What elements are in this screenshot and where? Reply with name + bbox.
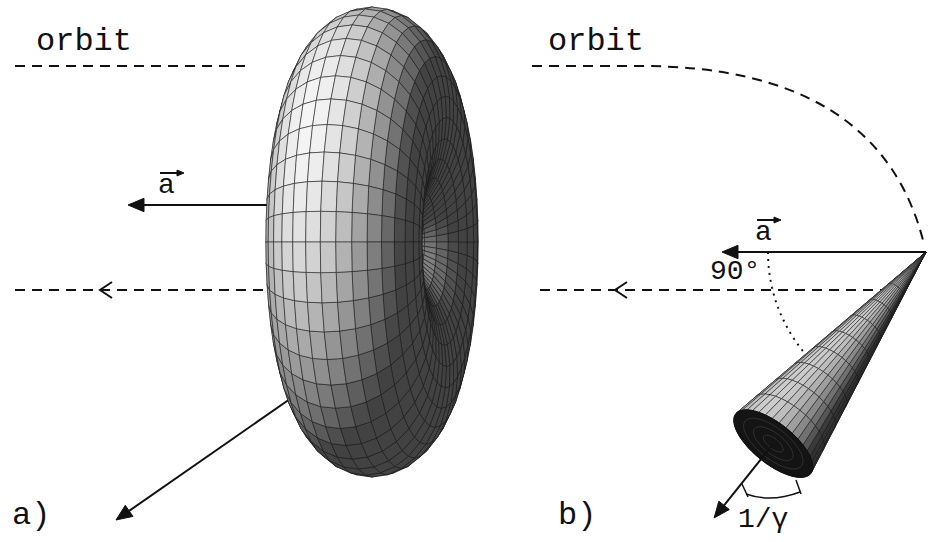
pattern-facet bbox=[293, 242, 306, 272]
pattern-facet bbox=[282, 183, 294, 213]
pattern-facet bbox=[353, 298, 370, 329]
pattern-facet bbox=[383, 290, 397, 319]
cone-facet bbox=[911, 252, 926, 270]
cone-facet bbox=[910, 252, 926, 269]
pattern-facet bbox=[294, 153, 309, 183]
orbit-path bbox=[15, 289, 300, 291]
cone-facet bbox=[912, 252, 926, 270]
pattern-facet bbox=[395, 264, 407, 290]
pattern-facet bbox=[336, 212, 352, 242]
pattern-facet bbox=[449, 362, 453, 386]
background-lines bbox=[15, 66, 926, 520]
pattern-facet bbox=[473, 242, 477, 261]
pattern-facet bbox=[336, 272, 353, 303]
pattern-facet bbox=[268, 242, 274, 268]
pattern-facet bbox=[268, 216, 274, 242]
pattern-facet bbox=[306, 272, 322, 302]
pattern-facet bbox=[369, 159, 385, 189]
pattern-facet bbox=[394, 242, 405, 266]
pattern-facet bbox=[306, 242, 321, 273]
pattern-facet bbox=[405, 220, 414, 242]
pattern-facet bbox=[338, 301, 356, 331]
orbit-direction bbox=[100, 282, 112, 298]
pattern-facet bbox=[307, 302, 324, 332]
pattern-facet bbox=[382, 266, 396, 294]
pattern-facet bbox=[413, 242, 419, 261]
pattern-facet bbox=[346, 77, 366, 104]
vector-mark-head bbox=[774, 217, 781, 223]
pattern-facet bbox=[294, 301, 309, 331]
orbit-path bbox=[540, 289, 890, 291]
pattern-facet bbox=[274, 242, 283, 270]
pattern-facet bbox=[405, 199, 414, 223]
pattern-facet bbox=[352, 183, 369, 213]
pattern-facet bbox=[340, 126, 359, 156]
pattern-facet bbox=[282, 212, 293, 242]
pattern-facet bbox=[336, 242, 352, 272]
pattern-facet bbox=[322, 152, 340, 182]
emission-arrow-head bbox=[116, 505, 133, 520]
orbit-direction bbox=[615, 282, 627, 298]
pattern-facet bbox=[306, 211, 321, 242]
pattern-facet bbox=[355, 325, 373, 356]
pattern-facet bbox=[449, 98, 453, 122]
vector-mark-head bbox=[177, 170, 184, 176]
pattern-facet bbox=[274, 268, 284, 298]
pattern-facet bbox=[381, 242, 394, 268]
pattern-facet bbox=[395, 194, 407, 220]
acceleration-arrow-shaft bbox=[738, 251, 926, 253]
pattern-facet bbox=[367, 268, 383, 298]
pattern-facet bbox=[307, 152, 324, 182]
pattern-facet bbox=[367, 214, 382, 242]
emission-arrow-shaft bbox=[129, 392, 300, 511]
pattern-facet bbox=[353, 155, 370, 186]
dipole-pattern bbox=[266, 7, 478, 477]
pattern-facet bbox=[340, 329, 359, 359]
orbit-line bbox=[532, 66, 924, 244]
pattern-facet bbox=[343, 355, 362, 384]
pattern-facet bbox=[282, 270, 294, 300]
pattern-facet bbox=[367, 186, 383, 216]
cone-facet bbox=[913, 252, 926, 271]
pattern-facet bbox=[320, 242, 336, 273]
pattern-facet bbox=[306, 181, 322, 211]
pattern-facet bbox=[405, 261, 414, 285]
pattern-facet bbox=[321, 272, 338, 302]
pattern-facet bbox=[274, 214, 283, 242]
acceleration-arrow-head bbox=[722, 245, 738, 258]
pattern-facet bbox=[355, 129, 373, 160]
pattern-facet bbox=[382, 190, 396, 218]
pattern-facet bbox=[394, 218, 405, 242]
pattern-facet bbox=[352, 242, 368, 272]
pattern-facet bbox=[338, 153, 356, 183]
pattern-facet bbox=[405, 242, 414, 264]
pattern-facet bbox=[413, 223, 419, 242]
pattern-facet bbox=[343, 100, 362, 129]
pattern-facet bbox=[383, 165, 397, 194]
pattern-facet bbox=[282, 242, 293, 272]
pattern-facet bbox=[293, 182, 307, 213]
acceleration-arrow-head bbox=[128, 198, 144, 211]
pattern-facet bbox=[346, 380, 366, 407]
pattern-facet bbox=[473, 223, 477, 242]
orbit-line bbox=[15, 65, 245, 67]
pattern-facet bbox=[336, 182, 353, 213]
pattern-facet bbox=[321, 181, 338, 211]
pattern-facet bbox=[293, 272, 307, 303]
pattern-facet bbox=[320, 211, 336, 242]
pattern-facet bbox=[322, 302, 340, 332]
pattern-facet bbox=[274, 186, 284, 216]
beam-cone bbox=[734, 252, 926, 477]
pattern-facet bbox=[369, 294, 385, 324]
pattern-facet bbox=[367, 242, 382, 270]
pattern-facet bbox=[352, 270, 369, 300]
pattern-facet bbox=[293, 212, 306, 242]
pattern-facet bbox=[381, 216, 394, 242]
pattern-facet bbox=[352, 212, 368, 242]
